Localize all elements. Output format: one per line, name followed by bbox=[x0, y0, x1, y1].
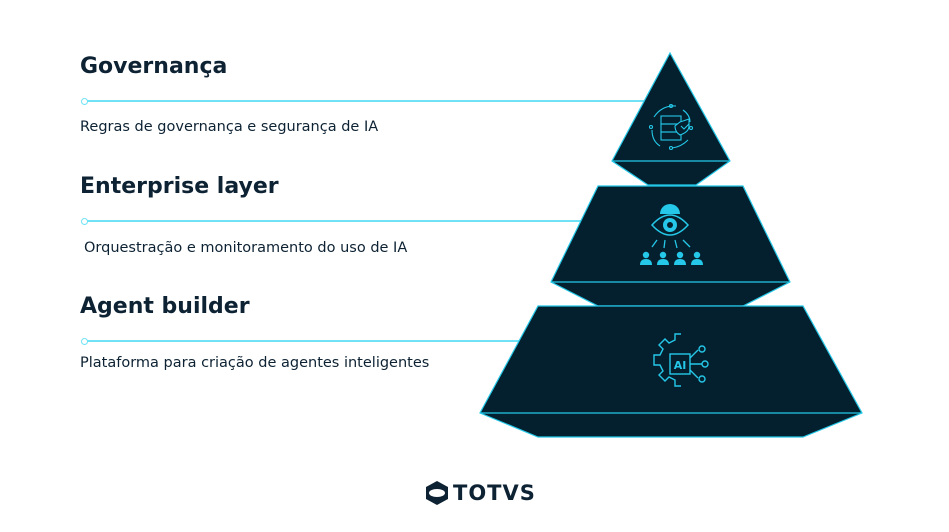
tier-2-block bbox=[550, 185, 791, 307]
connector-dot-2 bbox=[81, 218, 88, 225]
tier-1-title: Governança bbox=[80, 54, 228, 79]
ai-label: AI bbox=[674, 359, 687, 372]
eye-gear-people-icon bbox=[640, 204, 703, 265]
ai-chip-gear-icon bbox=[653, 333, 709, 387]
tier-3-block bbox=[479, 305, 863, 438]
connector-dot-3 bbox=[81, 338, 88, 345]
tier-2-title: Enterprise layer bbox=[80, 174, 279, 199]
totvs-logo-icon bbox=[426, 481, 448, 505]
tier-2-description: Orquestração e monitoramento do uso de I… bbox=[84, 240, 408, 256]
connector-line-2 bbox=[84, 220, 582, 222]
connector-line-1 bbox=[84, 100, 646, 102]
connector-dot-1 bbox=[81, 98, 88, 105]
totvs-logo: TOTVS bbox=[425, 480, 536, 506]
brand-name: TOTVS bbox=[453, 481, 536, 505]
server-shield-cycle-icon bbox=[648, 103, 694, 151]
tier-1-block bbox=[611, 51, 731, 186]
connector-line-3 bbox=[84, 340, 520, 342]
tier-3-description: Plataforma para criação de agentes intel… bbox=[80, 355, 430, 371]
tier-3-title: Agent builder bbox=[80, 294, 250, 319]
tier-1-description: Regras de governança e segurança de IA bbox=[80, 119, 379, 135]
